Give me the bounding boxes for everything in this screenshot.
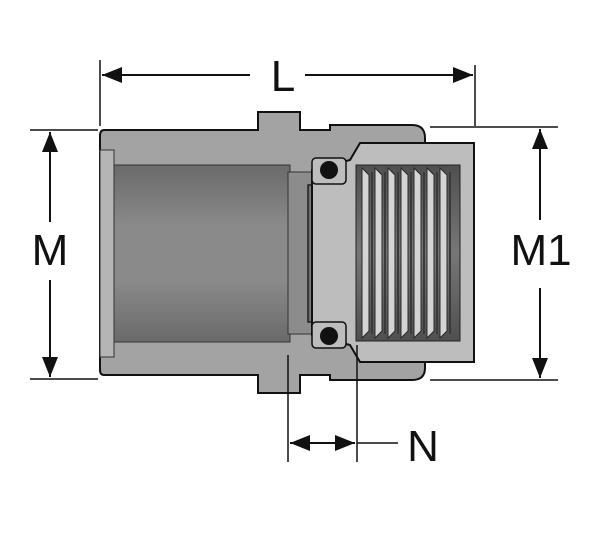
thread-ridges xyxy=(361,166,451,340)
o-ring-bottom xyxy=(311,321,347,349)
thread-ridge xyxy=(413,166,422,340)
label-N: N xyxy=(407,422,439,471)
dimension-M: M xyxy=(30,129,98,380)
o-ring-top xyxy=(311,157,347,185)
dimension-N: N xyxy=(287,345,439,471)
label-L: L xyxy=(271,52,295,101)
label-M1: M1 xyxy=(510,226,571,275)
dimension-L: L xyxy=(99,52,476,126)
thread-ridge xyxy=(361,166,370,340)
thread-ridge xyxy=(426,166,435,340)
dimension-M1: M1 xyxy=(430,126,572,381)
thread-ridge xyxy=(387,166,396,340)
thread-ridge xyxy=(439,166,448,340)
thread-ridge xyxy=(374,166,383,340)
thread-ridge xyxy=(400,166,409,340)
label-M: M xyxy=(32,226,69,275)
